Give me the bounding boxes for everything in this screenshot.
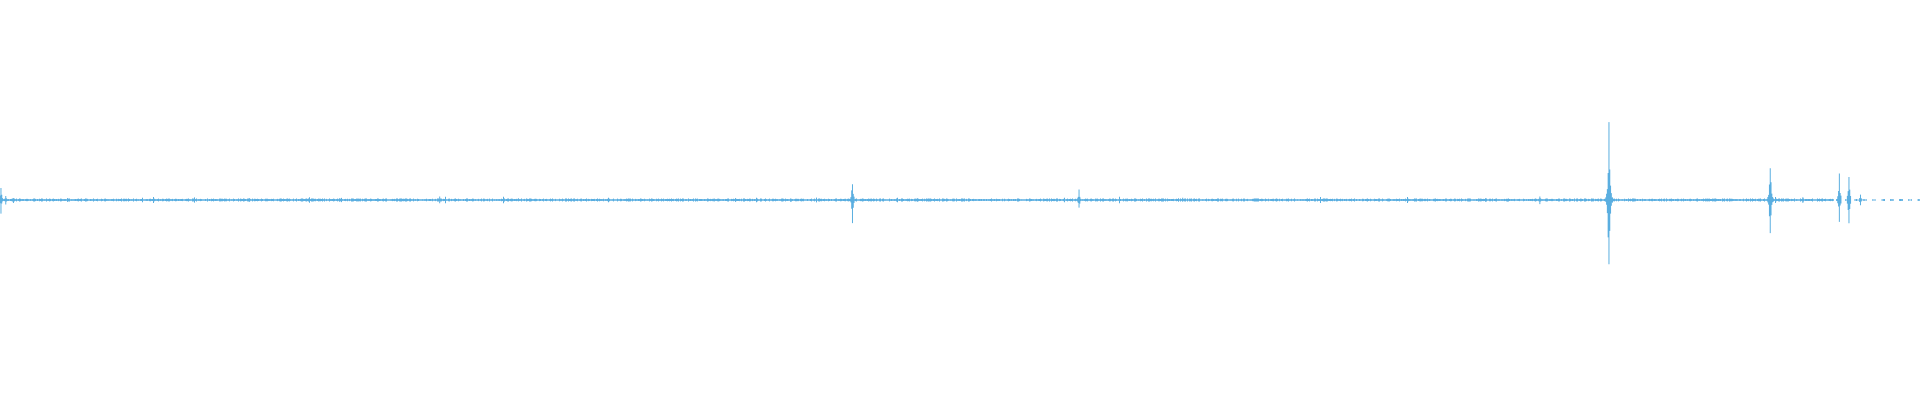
waveform-peak-0 — [0, 188, 4, 214]
waveform-peak-11 — [1505, 198, 1510, 202]
waveform-peak-8 — [850, 184, 855, 224]
waveform-peak-1 — [3, 196, 8, 205]
waveform-peak-16 — [1837, 173, 1842, 222]
waveform-peak-3 — [247, 198, 252, 202]
waveform-peak-5 — [437, 196, 442, 204]
waveform-peak-9 — [1076, 189, 1082, 208]
waveform-peak-15 — [1800, 197, 1805, 203]
waveform-peak-4 — [337, 197, 342, 203]
waveform-peak-18 — [1858, 194, 1863, 206]
waveform-peak-2 — [11, 198, 16, 203]
waveform-peak-13 — [1602, 122, 1616, 265]
waveform-peak-7 — [788, 198, 794, 202]
waveform-peak-10 — [1180, 197, 1185, 202]
waveform-samples — [0, 122, 1920, 265]
waveform-peak-12 — [1537, 196, 1542, 205]
waveform-peak-14 — [1766, 168, 1774, 234]
waveform-peak-6 — [516, 198, 521, 202]
waveform-peak-17 — [1846, 177, 1852, 224]
